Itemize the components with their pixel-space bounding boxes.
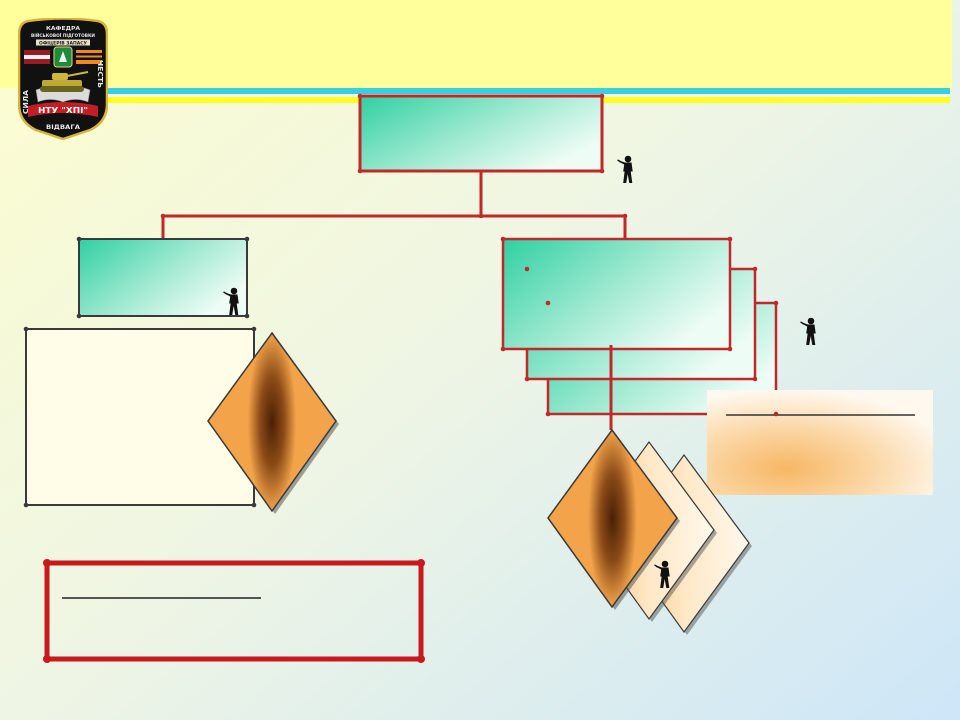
corner-dot: [752, 266, 758, 272]
corner-dot: [43, 655, 51, 663]
emblem-bottom-word: ВІДВАГА: [46, 123, 80, 131]
right-info-panel: [707, 390, 933, 495]
emblem-line1: КАФЕДРА: [46, 26, 81, 32]
emblem-flag-left: [24, 50, 50, 64]
corner-dot: [524, 376, 530, 382]
corner-dot: [727, 346, 733, 352]
soldier-icon: [799, 317, 817, 346]
corner-dot: [23, 326, 29, 332]
right-stack-box-front: [501, 237, 732, 351]
corner-dot: [500, 236, 506, 242]
left-diamond: [207, 331, 337, 513]
emblem-line2: ВІЙСЬКОВОЇ ПІДГОТОВКИ: [31, 31, 95, 39]
corner-dot: [417, 655, 425, 663]
emblem-line3-band: [36, 39, 90, 46]
header-cyan-stripe: [105, 88, 950, 94]
bottom-left-frame: [44, 560, 424, 662]
right-diamond-front: [547, 428, 678, 609]
corner-dot: [160, 213, 166, 219]
corner-dot: [251, 326, 257, 332]
left-branch-box: [78, 238, 248, 317]
corner-dot: [76, 236, 82, 242]
corner-dot: [76, 313, 82, 319]
corner-dot: [773, 300, 779, 306]
corner-dot: [244, 313, 250, 319]
emblem-line3: ОФІЦЕРІВ ЗАПАСУ: [39, 40, 88, 46]
corner-dot: [244, 236, 250, 242]
emblem-left-word: СИЛА: [22, 89, 30, 114]
corner-dot: [357, 168, 363, 174]
connector-lines: [161, 171, 627, 239]
header-band: [0, 0, 952, 88]
corner-dot: [357, 93, 363, 99]
corner-dot: [251, 502, 257, 508]
emblem-banner: [28, 102, 98, 117]
emblem-banner-text: НТУ "ХПІ": [38, 106, 88, 115]
emblem-ribbon-right: [76, 50, 102, 64]
corner-dot: [599, 93, 605, 99]
corner-dot: [727, 236, 733, 242]
root-box: [358, 94, 604, 173]
corner-dot: [773, 411, 779, 417]
corner-dot: [417, 559, 425, 567]
corner-dot: [545, 300, 551, 306]
corner-dot: [545, 411, 551, 417]
emblem-city-crest-icon: [53, 46, 73, 68]
emblem-right-word: ЧЕСТЬ: [96, 60, 104, 88]
corner-dot: [599, 168, 605, 174]
corner-dot: [500, 346, 506, 352]
corner-dot: [43, 559, 51, 567]
corner-dot: [23, 502, 29, 508]
emblem-tank-icon: [40, 71, 89, 92]
corner-dot: [752, 376, 758, 382]
corner-dot: [524, 266, 530, 272]
department-emblem-icon: КАФЕДРА ВІЙСЬКОВОЇ ПІДГОТОВКИ ОФІЦЕРІВ З…: [18, 18, 108, 140]
soldier-icon: [616, 155, 634, 184]
corner-dot: [622, 213, 628, 219]
